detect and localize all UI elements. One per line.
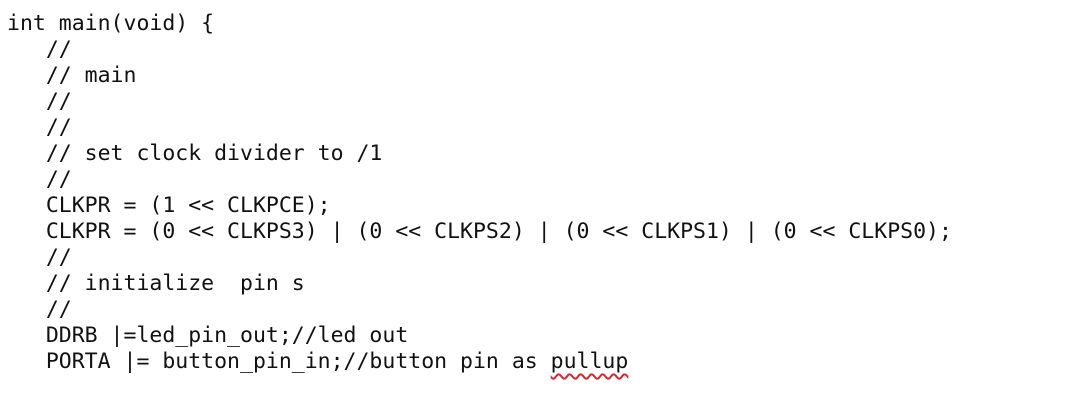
code-block[interactable]: int main(void) { // // main // // // set… — [7, 11, 952, 375]
code-line-14: PORTA |= button_pin_in;//button pin as p… — [7, 349, 952, 375]
code-line-8: CLKPR = (1 << CLKPCE); — [7, 193, 331, 218]
code-line-13: DDRB |=led_pin_out;//led out — [7, 323, 409, 348]
code-line-10: // — [7, 245, 72, 270]
code-line-4: // — [7, 89, 72, 114]
code-line-11: // initialize pin s — [7, 271, 305, 296]
code-line-7: // — [7, 167, 72, 192]
code-line-6: // set clock divider to /1 — [7, 141, 383, 166]
code-line-9: CLKPR = (0 << CLKPS3) | (0 << CLKPS2) | … — [7, 219, 952, 244]
code-line-1: int main(void) { — [7, 11, 215, 36]
misspelled-word[interactable]: pullup — [550, 349, 629, 374]
code-line-3: // main — [7, 63, 137, 88]
code-line-5: // — [7, 115, 72, 140]
code-line-12: // — [7, 297, 72, 322]
code-line-2: // — [7, 37, 72, 62]
code-line-14-text: PORTA |= button_pin_in;//button pin as — [7, 349, 551, 374]
